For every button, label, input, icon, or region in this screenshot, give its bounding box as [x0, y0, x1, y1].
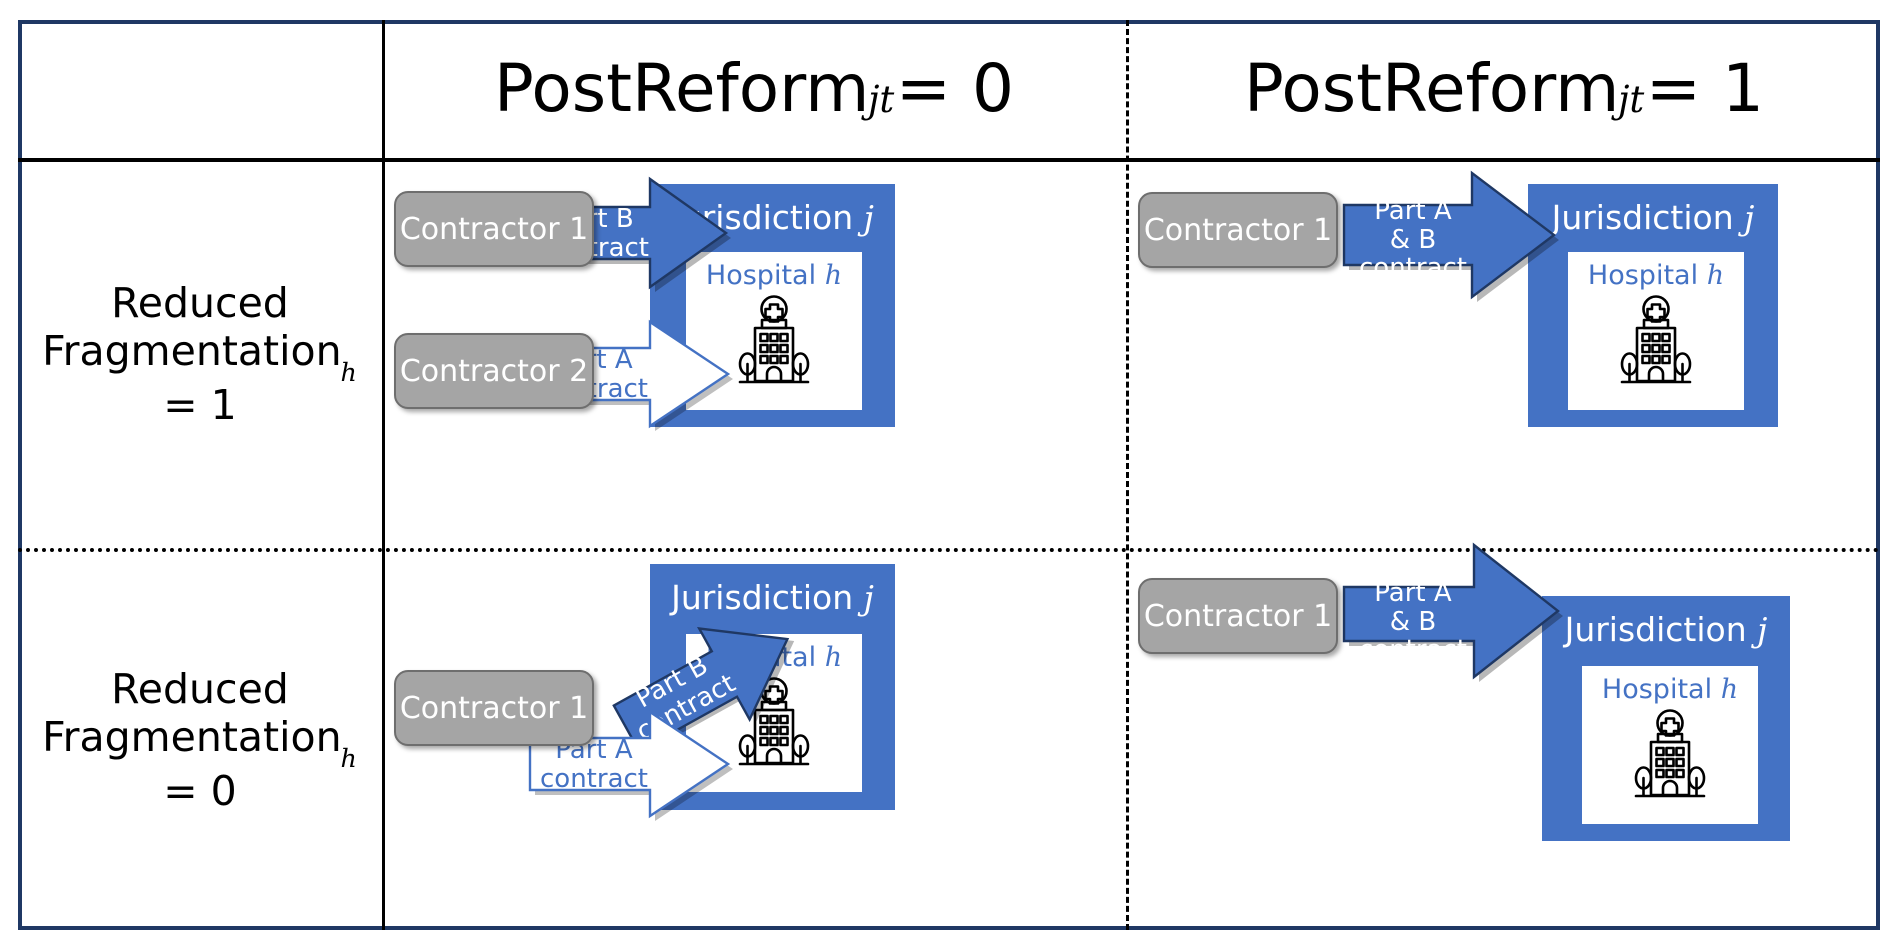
hospital-building-icon	[1628, 709, 1712, 809]
hospital-building-icon	[732, 295, 816, 395]
row-header-reduced-fragmentation-1: Reduced Fragmentationh = 1	[22, 162, 378, 546]
contractor-box-1-label: Contractor 1	[1143, 212, 1333, 248]
column-header-1-equals: = 1	[1645, 49, 1765, 127]
header-row-divider	[18, 158, 1880, 162]
column-header-1-base: PostReform	[1243, 49, 1620, 127]
column-divider-solid	[382, 20, 385, 930]
hospital-title-text: Hospital	[1587, 260, 1699, 291]
jurisdiction-title-text: Jurisdiction	[1551, 198, 1734, 237]
cell-reduced-frag-0-postreform-0: Jurisdiction j Hospital h	[386, 550, 1124, 928]
jurisdiction-index: j	[863, 198, 874, 237]
jurisdiction-block: Jurisdiction j Hospital h	[650, 564, 895, 810]
hospital-title-text: Hospital	[705, 260, 817, 291]
row-divider-dotted	[18, 548, 1880, 552]
cell-reduced-frag-1-postreform-0: Jurisdiction j Hospital h	[386, 160, 1124, 548]
hospital-index: h	[1720, 674, 1739, 705]
jurisdiction-title-text: Jurisdiction	[671, 578, 854, 617]
jurisdiction-index: j	[1744, 198, 1755, 237]
row-header-0-subscript: h	[340, 357, 357, 388]
hospital-title: Hospital h	[706, 260, 842, 291]
row-header-1-subscript: h	[340, 743, 357, 774]
hospital-card: Hospital h	[1582, 666, 1758, 824]
jurisdiction-title: Jurisdiction j	[1528, 198, 1778, 237]
column-header-0-subscript: jt	[867, 77, 895, 121]
contractor-box-1: Contractor 1	[394, 670, 594, 746]
column-header-1-subscript: jt	[1617, 77, 1645, 121]
hospital-card: Hospital h	[686, 252, 862, 410]
hospital-card: Hospital h	[1568, 252, 1744, 410]
column-header-0-equals: = 0	[895, 49, 1015, 127]
cell-reduced-frag-0-postreform-1: Jurisdiction j Hospital h	[1130, 542, 1878, 928]
contractor-box-1: Contractor 1	[1138, 578, 1338, 654]
row-header-0-line3: = 1	[163, 380, 237, 429]
jurisdiction-index: j	[863, 578, 874, 617]
row-header-1-line1: Reduced	[111, 665, 289, 714]
row-header-0-line1: Reduced	[111, 279, 289, 328]
jurisdiction-title: Jurisdiction j	[1542, 610, 1790, 649]
jurisdiction-index: j	[1757, 610, 1768, 649]
hospital-building-icon	[732, 677, 816, 777]
hospital-title-text: Hospital	[1601, 674, 1713, 705]
arrow-part-a-and-b-contract: Part A & B contract	[1340, 168, 1565, 308]
hospital-index: h	[824, 260, 843, 291]
column-divider-dashed	[1126, 20, 1129, 930]
row-header-1-line3: = 0	[163, 766, 237, 815]
row-header-reduced-fragmentation-0: Reduced Fragmentationh = 0	[22, 552, 378, 928]
contractor-box-1-label: Contractor 1	[399, 690, 589, 726]
jurisdiction-block: Jurisdiction j Hospital h	[1528, 184, 1778, 427]
contractor-box-2-label: Contractor 2	[399, 353, 589, 389]
arrow-part-a-and-b-contract: Part A & B contract	[1340, 540, 1570, 690]
contractor-box-1-label: Contractor 1	[399, 211, 589, 247]
hospital-index: h	[1706, 260, 1725, 291]
jurisdiction-title-text: Jurisdiction	[1564, 610, 1747, 649]
row-header-1-line2: Fragmentation	[42, 713, 342, 762]
jurisdiction-block: Jurisdiction j Hospital h	[1542, 596, 1790, 841]
table-outer-border	[18, 20, 1880, 930]
row-header-0-line2: Fragmentation	[42, 327, 342, 376]
cell-reduced-frag-1-postreform-1: Jurisdiction j Hospital h	[1130, 160, 1878, 548]
hospital-index: h	[824, 642, 843, 673]
contractor-box-1-label: Contractor 1	[1143, 598, 1333, 634]
hospital-title: Hospital h	[1588, 260, 1724, 291]
jurisdiction-title: Jurisdiction j	[650, 578, 895, 617]
hospital-title: Hospital h	[1602, 674, 1738, 705]
hospital-building-icon	[1614, 295, 1698, 395]
contractor-box-1: Contractor 1	[394, 191, 594, 267]
contractor-box-2: Contractor 2	[394, 333, 594, 409]
column-header-0-base: PostReform	[493, 49, 870, 127]
contractor-box-1: Contractor 1	[1138, 192, 1338, 268]
